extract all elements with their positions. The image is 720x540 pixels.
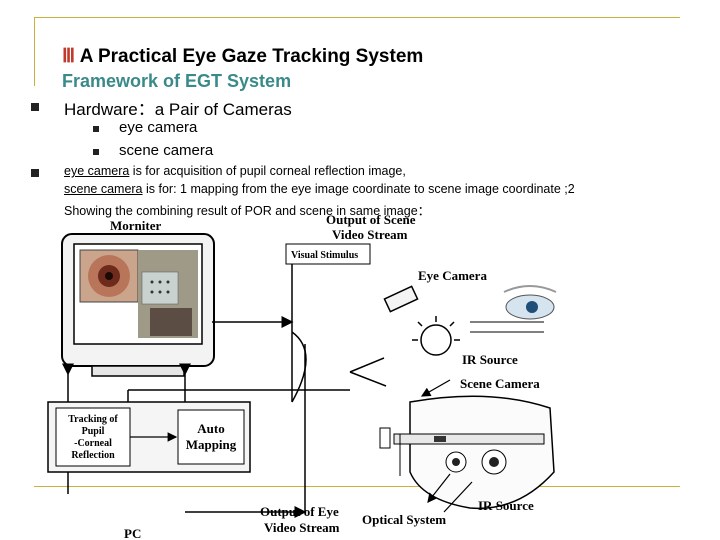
tracking-label-2: Pupil bbox=[82, 426, 105, 437]
head-with-glasses-icon bbox=[380, 396, 554, 508]
bullet-icon bbox=[31, 103, 39, 111]
slide-title: Ⅲ A Practical Eye Gaze Tracking System bbox=[62, 45, 423, 68]
bullet-hardware: Hardware：a Pair of Cameras bbox=[64, 95, 292, 120]
desc-line-2: scene camera is for: 1 mapping from the … bbox=[64, 182, 575, 196]
sub-bullet-eye-camera: eye camera bbox=[119, 119, 197, 136]
egt-system-diagram: Morniter Output of Scene Video Stream Vi… bbox=[30, 212, 590, 540]
tracking-label-1: Tracking of bbox=[68, 414, 118, 425]
desc-scene-camera-term: scene camera bbox=[64, 182, 143, 196]
eye-camera-label: Eye Camera bbox=[418, 268, 487, 283]
sub-bullet-icon bbox=[93, 149, 99, 155]
eye-icon bbox=[504, 286, 556, 319]
title-text: A Practical Eye Gaze Tracking System bbox=[80, 46, 424, 67]
output-eye-label-1: Output of Eye bbox=[260, 504, 339, 519]
title-number: Ⅲ bbox=[62, 46, 75, 67]
pc-label: PC bbox=[124, 526, 141, 540]
frame-left-line bbox=[34, 17, 35, 86]
desc-line-1: eye camera is for acquisition of pupil c… bbox=[64, 164, 406, 178]
frame-top-line bbox=[34, 17, 680, 18]
output-scene-label-2: Video Stream bbox=[332, 227, 408, 242]
auto-mapping-label-1: Auto bbox=[197, 421, 224, 436]
tracking-label-3: -Corneal bbox=[74, 438, 112, 449]
sub-bullet-icon bbox=[93, 126, 99, 132]
slide-subtitle: Framework of EGT System bbox=[62, 71, 291, 92]
eye-camera-icon bbox=[384, 286, 417, 311]
ir-source-bulb-icon bbox=[412, 316, 460, 355]
output-scene-label-1: Output of Scene bbox=[326, 212, 416, 227]
ir-source-top-label: IR Source bbox=[462, 352, 518, 367]
desc-line-2-text: is for: 1 mapping from the eye image coo… bbox=[143, 182, 575, 196]
monitor-icon bbox=[62, 234, 214, 376]
visual-stimulus-label: Visual Stimulus bbox=[291, 250, 358, 261]
scene-camera-label: Scene Camera bbox=[460, 376, 540, 391]
desc-line-1-text: is for acquisition of pupil corneal refl… bbox=[129, 164, 406, 178]
moniter-label: Morniter bbox=[110, 218, 161, 233]
optical-system-label: Optical System bbox=[362, 512, 446, 527]
desc-eye-camera-term: eye camera bbox=[64, 164, 129, 178]
tracking-label-4: Reflection bbox=[71, 450, 115, 461]
sub-bullet-scene-camera: scene camera bbox=[119, 142, 213, 159]
auto-mapping-label-2: Mapping bbox=[186, 437, 237, 452]
output-eye-label-2: Video Stream bbox=[264, 520, 340, 535]
bullet-icon bbox=[31, 169, 39, 177]
ir-source-bottom-label: IR Source bbox=[478, 498, 534, 513]
